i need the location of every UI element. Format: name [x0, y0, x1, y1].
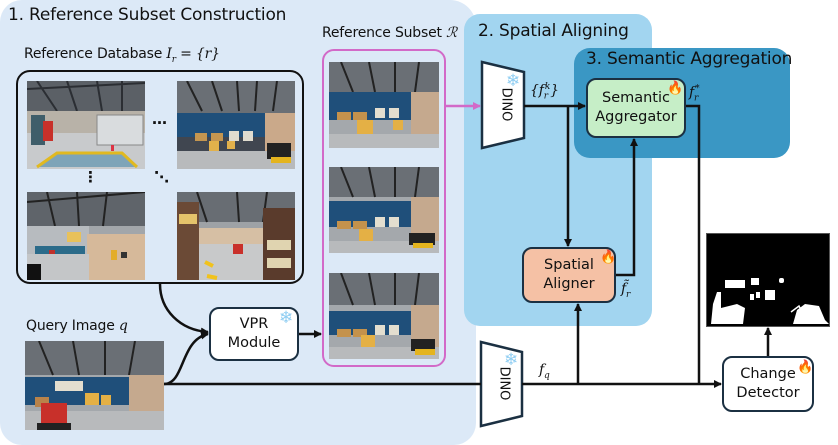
change-mask-output: [706, 233, 830, 327]
variable-f-r-k: {frk}: [530, 82, 559, 102]
horizontal-ellipsis-icon: …: [152, 110, 167, 128]
reference-image-2: [177, 81, 295, 169]
reference-subset-math: ℛ: [446, 25, 458, 41]
trainable-fire-icon-spatial-aligner: 🔥: [600, 250, 617, 265]
vpr-module-line1: VPR: [239, 316, 269, 332]
subset-image-2: [329, 167, 439, 253]
vpr-module-line2: Module: [227, 335, 281, 351]
reference-database-math: Ir = {r}: [166, 46, 220, 65]
spatial-aligner-line1: Spatial: [544, 257, 594, 273]
variable-f-q: fq: [539, 362, 550, 381]
semantic-aggregator-line2: Aggregator: [595, 109, 677, 125]
change-detector-line1: Change: [740, 366, 796, 382]
reference-image-3: [27, 192, 145, 280]
frozen-snowflake-icon-dino-query: ❄: [504, 350, 519, 370]
frozen-snowflake-icon-vpr: ❄: [279, 308, 294, 328]
query-image-text: Query Image: [26, 318, 119, 334]
dino-query-encoder: [479, 340, 524, 428]
vpr-module[interactable]: VPR Module: [209, 307, 299, 361]
variable-f-r-tilde: f̃r: [621, 281, 631, 300]
reference-database-text: Reference Database: [24, 46, 167, 62]
dino-reference-encoder: [480, 60, 526, 150]
vertical-ellipsis-icon: ⋮: [83, 168, 98, 186]
query-image-math: q: [118, 318, 128, 334]
subset-image-3: [329, 273, 439, 359]
reference-subset-text: Reference Subset: [322, 25, 447, 41]
change-detector-line2: Detector: [736, 385, 800, 401]
query-image: [25, 341, 164, 430]
spatial-aligner-line2: Aligner: [543, 276, 595, 292]
reference-subset-box: [322, 49, 446, 367]
variable-f-r-star: fr*: [689, 84, 700, 104]
reference-subset-label: Reference Subset ℛ: [322, 25, 457, 41]
section-title-semantic-aggregation: 3. Semantic Aggregation: [586, 49, 793, 69]
reference-image-4: [177, 192, 295, 280]
trainable-fire-icon-semantic-aggregator: 🔥: [667, 81, 684, 96]
reference-database-box: [16, 70, 304, 284]
reference-database-label: Reference Database Ir = {r}: [24, 46, 220, 65]
subset-image-1: [329, 62, 439, 148]
query-image-label: Query Image q: [26, 318, 128, 334]
dino-query-label: DINO: [496, 366, 512, 401]
reference-image-1: [27, 81, 145, 169]
diagonal-ellipsis-icon: ⋱: [154, 168, 169, 186]
section-title-reference-subset-construction: 1. Reference Subset Construction: [8, 5, 287, 25]
frozen-snowflake-icon-dino-reference: ❄: [506, 71, 521, 91]
trainable-fire-icon-change-detector: 🔥: [797, 360, 814, 375]
dino-reference-label: DINO: [498, 87, 514, 122]
semantic-aggregator-line1: Semantic: [601, 90, 670, 106]
section-title-spatial-aligning: 2. Spatial Aligning: [478, 21, 629, 41]
